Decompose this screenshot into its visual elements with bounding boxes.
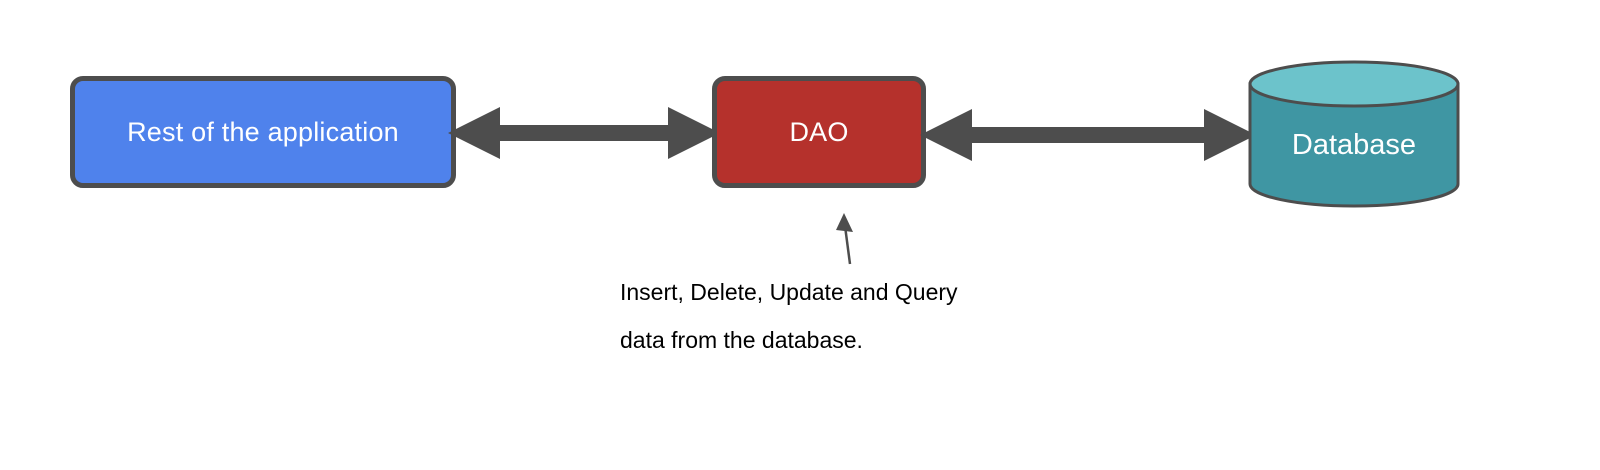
up-arrow-icon: [836, 213, 853, 265]
connector-note-to-dao: [826, 210, 870, 266]
double-headed-arrow-icon: [920, 109, 1256, 161]
connector-app-dao: [448, 100, 720, 166]
note-caption-line-1: Insert, Delete, Update and Query: [620, 279, 958, 305]
node-dao-label: DAO: [789, 116, 849, 147]
double-headed-arrow-icon: [448, 107, 720, 159]
node-rest-of-application-label: Rest of the application: [127, 116, 399, 147]
note-caption-line-2: data from the database.: [620, 327, 863, 353]
connector-dao-database: [920, 102, 1256, 168]
note-caption: Insert, Delete, Update and Query data fr…: [620, 268, 1040, 364]
node-dao[interactable]: DAO: [712, 76, 926, 188]
node-database[interactable]: Database: [1248, 60, 1460, 208]
node-rest-of-application[interactable]: Rest of the application: [70, 76, 456, 188]
database-cylinder-icon: [1248, 60, 1460, 208]
